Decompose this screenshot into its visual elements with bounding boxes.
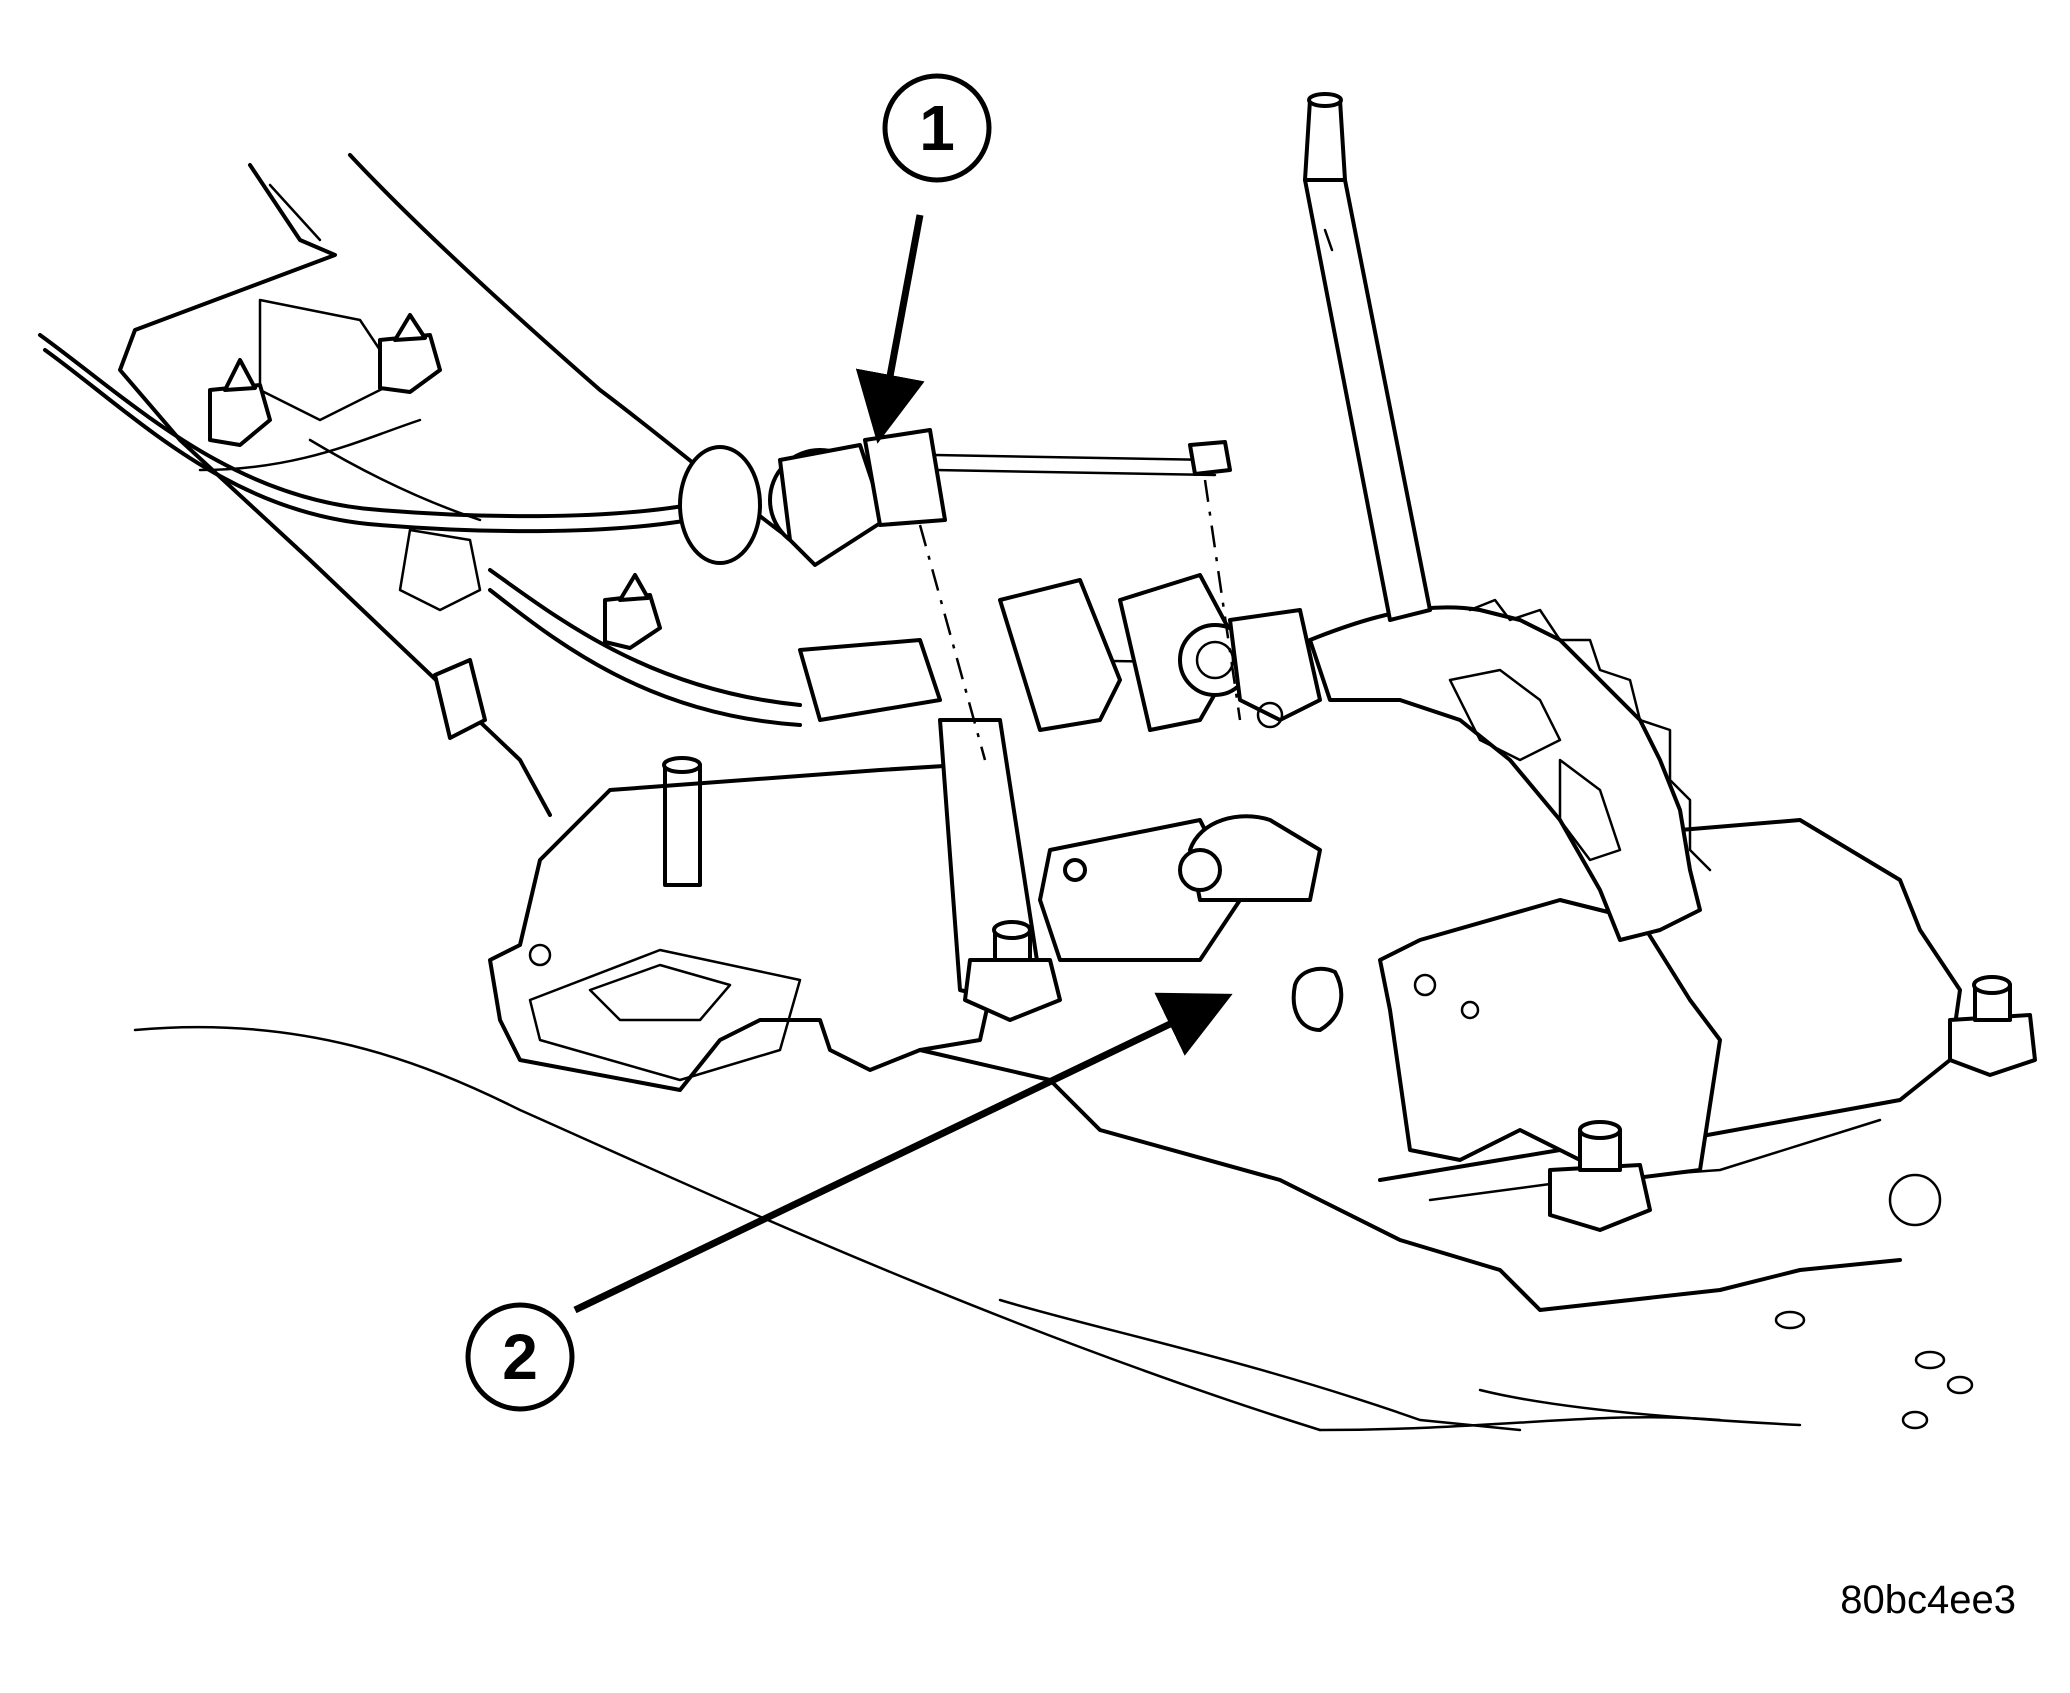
floor-pan: [133, 1025, 1802, 1432]
stud-bolt: [662, 756, 702, 887]
stud-nut: [378, 313, 442, 394]
stud-nut: [208, 358, 272, 447]
callout-2-label: 2: [502, 1321, 538, 1393]
panel-studs: [208, 313, 702, 887]
detent-gate: [1308, 598, 1712, 942]
cable-retainer-clip: [678, 428, 947, 567]
stud-nut: [603, 573, 662, 650]
mount-nut: [1948, 975, 2037, 1077]
mount-nut: [1548, 1120, 1652, 1232]
mount-nut: [963, 920, 1062, 1022]
alignment-lines: [918, 479, 1242, 761]
callout-1-label: 1: [919, 92, 955, 164]
stud-bolt: [433, 658, 487, 740]
shift-lever: [1303, 92, 1432, 622]
figure-id: 80bc4ee3: [1840, 1578, 2016, 1622]
callout-1: 1: [855, 73, 992, 444]
callout-2: 2: [465, 992, 1233, 1412]
